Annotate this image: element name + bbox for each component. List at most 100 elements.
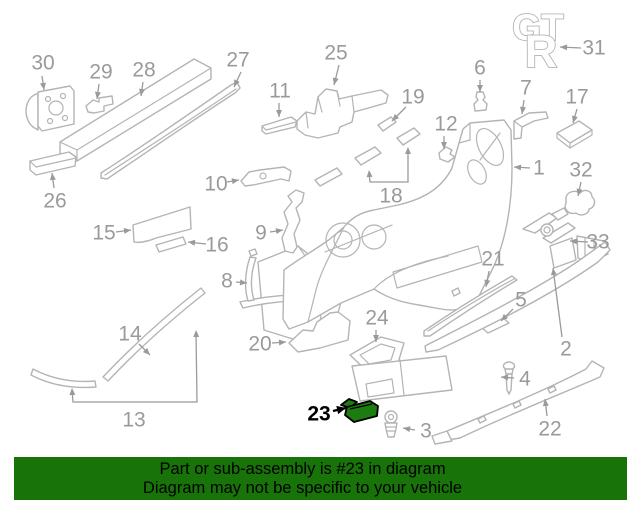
svg-text:24: 24: [365, 307, 389, 330]
part-callout-5[interactable]: 5: [500, 289, 527, 322]
part-callout-9[interactable]: 9: [255, 222, 284, 245]
part-8-side-seal: [244, 248, 258, 302]
part-callout-1[interactable]: 1: [513, 157, 545, 180]
part-callout-33[interactable]: 33: [569, 231, 610, 254]
part-25-bracket-assembly: [296, 88, 389, 139]
part-callout-27[interactable]: 27: [226, 49, 250, 88]
part-callout-13[interactable]: 13: [69, 330, 200, 432]
part-28-impact-bar: [59, 58, 212, 162]
svg-text:7: 7: [520, 77, 532, 100]
part-callout-31[interactable]: 31: [559, 37, 606, 60]
svg-text:2: 2: [560, 338, 572, 361]
svg-text:31: 31: [582, 37, 605, 60]
part-16-protector-sheet-small: [155, 236, 187, 253]
part-18-pad-upper: [396, 127, 421, 146]
part-callout-4[interactable]: 4: [500, 368, 531, 391]
part-21-finisher-strip: [423, 275, 518, 337]
svg-text:33: 33: [586, 231, 609, 254]
part-callout-2[interactable]: 2: [550, 267, 572, 361]
part-32-seal-blob: [564, 189, 596, 216]
part-1-bumper-cover: [282, 119, 513, 330]
part-3-bolt: [384, 410, 398, 438]
bumper-lower-center-panel: [351, 355, 453, 402]
part-callout-16[interactable]: 16: [187, 234, 229, 257]
banner-line2: Diagram may not be specific to your vehi…: [142, 478, 463, 497]
svg-text:4: 4: [519, 368, 531, 391]
part-30-side-bracket: [25, 85, 75, 132]
banner-line1: Part or sub-assembly is #23 in diagram: [159, 459, 446, 478]
svg-text:17: 17: [565, 86, 588, 109]
part-2-lower-finisher: [424, 235, 611, 353]
part-callout-23[interactable]: 23: [307, 403, 347, 426]
svg-text:10: 10: [204, 173, 227, 196]
part-7-bracket: [513, 111, 549, 140]
part-callout-14[interactable]: 14: [118, 323, 151, 356]
part-callout-18[interactable]: 18: [366, 147, 411, 208]
svg-text:13: 13: [122, 409, 145, 432]
part-19-pad: [377, 116, 397, 132]
part-15-protector-sheet: [132, 206, 192, 244]
svg-text:32: 32: [569, 159, 592, 182]
svg-text:9: 9: [255, 222, 267, 245]
part-22-lower-moulding: [431, 360, 605, 445]
emblem-r-text: R: [525, 26, 558, 77]
svg-text:28: 28: [132, 59, 155, 82]
part-callout-17[interactable]: 17: [565, 86, 589, 124]
part-callout-21[interactable]: 21: [481, 248, 505, 288]
part-callout-20[interactable]: 20: [248, 333, 287, 356]
part-callout-22[interactable]: 22: [538, 398, 562, 441]
emblem-gt-text: GT: [512, 7, 564, 48]
part-callout-29[interactable]: 29: [89, 61, 113, 100]
part-callout-6[interactable]: 6: [474, 57, 486, 93]
svg-text:21: 21: [481, 248, 504, 271]
part-callout-15[interactable]: 15: [92, 222, 132, 245]
part-callout-11[interactable]: 11: [269, 80, 291, 118]
part-11-moulding-strip: [261, 116, 298, 135]
part-callout-10[interactable]: 10: [204, 173, 240, 196]
part-10-lower-bracket: [240, 166, 292, 187]
part-12-clip: [438, 146, 456, 163]
part-27-lower-reinforcement: [100, 81, 241, 180]
svg-text:20: 20: [248, 333, 271, 356]
part-callout-19[interactable]: 19: [391, 86, 425, 122]
svg-text:25: 25: [324, 42, 347, 65]
svg-text:23: 23: [307, 403, 330, 426]
part-26-sight-shield: [29, 151, 77, 176]
svg-text:14: 14: [118, 323, 142, 346]
part-23-bracket-highlighted[interactable]: [340, 398, 379, 423]
part-callout-24[interactable]: 24: [365, 307, 389, 343]
part-18-pad-lower: [354, 146, 382, 166]
part-callout-25[interactable]: 25: [324, 42, 348, 86]
svg-text:1: 1: [533, 157, 545, 180]
part-29-clip-bracket: [85, 95, 114, 114]
notice-banner: Part or sub-assembly is #23 in diagram D…: [14, 457, 627, 500]
svg-text:29: 29: [89, 61, 112, 84]
part-17-pad: [556, 120, 593, 149]
svg-text:30: 30: [31, 52, 54, 75]
part-callout-12[interactable]: 12: [434, 113, 458, 150]
svg-text:3: 3: [420, 420, 432, 443]
part-callout-3[interactable]: 3: [402, 420, 432, 443]
pad-small-left: [314, 167, 343, 187]
svg-text:11: 11: [269, 80, 291, 103]
part-9-side-bracket: [281, 189, 305, 254]
part-31-gtr-emblem: GT R: [511, 6, 565, 78]
part-callout-28[interactable]: 28: [132, 59, 156, 97]
svg-text:26: 26: [43, 190, 66, 213]
part-callout-30[interactable]: 30: [31, 52, 55, 91]
part-callout-8[interactable]: 8: [221, 270, 248, 293]
svg-text:8: 8: [221, 270, 233, 293]
part-20-closing-plate: [288, 311, 351, 353]
svg-text:16: 16: [205, 234, 228, 257]
part-callout-32[interactable]: 32: [569, 159, 593, 197]
svg-text:15: 15: [92, 222, 115, 245]
svg-text:22: 22: [538, 418, 561, 441]
part-callout-7[interactable]: 7: [520, 77, 532, 115]
svg-text:12: 12: [434, 113, 457, 136]
svg-text:5: 5: [515, 289, 527, 312]
part-callout-26[interactable]: 26: [43, 172, 67, 213]
svg-text:27: 27: [226, 49, 249, 72]
svg-text:6: 6: [474, 57, 486, 80]
svg-text:19: 19: [401, 86, 424, 109]
